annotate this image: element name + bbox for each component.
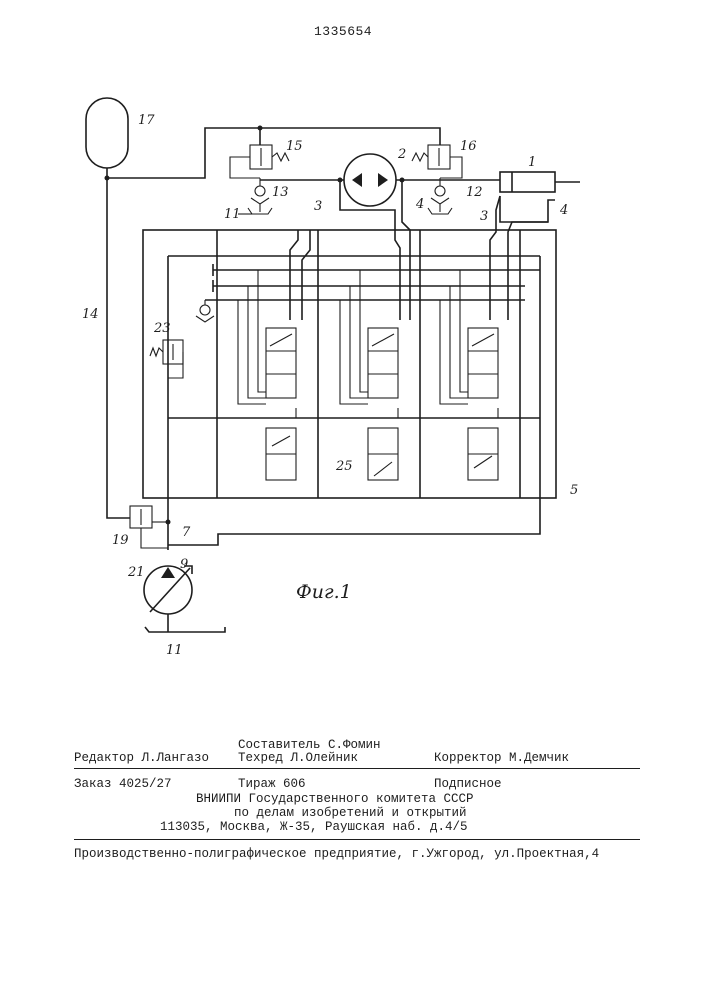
relief-valve-15 xyxy=(230,145,289,178)
svg-text:1: 1 xyxy=(528,155,536,170)
svg-text:2: 2 xyxy=(397,147,406,162)
svg-text:16: 16 xyxy=(460,139,477,154)
svg-text:3: 3 xyxy=(480,209,488,224)
svg-text:19: 19 xyxy=(112,533,129,548)
svg-text:13: 13 xyxy=(272,185,289,200)
svg-text:9: 9 xyxy=(180,557,188,572)
svg-text:14: 14 xyxy=(82,307,99,322)
organization-line-2: по делам изобретений и открытий xyxy=(234,806,467,820)
line-3-cylinder xyxy=(490,196,500,320)
hydraulic-motor-2 xyxy=(260,154,500,206)
check-valve-12 xyxy=(428,178,452,214)
divider-2 xyxy=(74,839,640,840)
block-check-valve xyxy=(196,300,214,322)
figure-caption: Фиг.1 xyxy=(296,581,352,603)
order: Заказ 4025/27 xyxy=(74,777,172,791)
svg-text:11: 11 xyxy=(224,207,241,222)
divider-1 xyxy=(74,768,640,769)
line-4-cylinder xyxy=(508,222,548,320)
reference-labels: 17 15 2 16 1 13 12 11 3 4 3 4 14 23 25 5… xyxy=(82,113,578,658)
corrector: Корректор М.Демчик xyxy=(434,751,569,765)
svg-text:23: 23 xyxy=(153,321,171,336)
svg-text:17: 17 xyxy=(138,113,155,128)
svg-text:15: 15 xyxy=(286,139,303,154)
check-valve-13 xyxy=(238,178,272,214)
svg-text:11: 11 xyxy=(166,643,183,658)
svg-text:4: 4 xyxy=(415,197,424,212)
subscription: Подписное xyxy=(434,777,502,791)
svg-text:3: 3 xyxy=(314,199,322,214)
section-1-outlet-a xyxy=(290,230,298,320)
section-2-spools xyxy=(340,270,398,480)
unloading-valve-19 xyxy=(130,506,168,548)
svg-text:7: 7 xyxy=(182,525,191,540)
address: 113035, Москва, Ж-35, Раушская наб. д.4/… xyxy=(160,820,468,834)
section-1-outlet-b xyxy=(302,230,310,320)
hydraulic-schematic: 17 15 2 16 1 13 12 11 3 4 3 4 14 23 25 5… xyxy=(0,0,707,700)
section-1-spools xyxy=(238,270,296,480)
svg-text:5: 5 xyxy=(570,483,578,498)
svg-text:25: 25 xyxy=(335,459,353,474)
line-14 xyxy=(107,178,130,518)
line-4 xyxy=(402,180,410,320)
line-3 xyxy=(340,180,400,320)
svg-text:4: 4 xyxy=(559,203,568,218)
circulation: Тираж 606 xyxy=(238,777,306,791)
return-line-5 xyxy=(168,418,540,545)
accumulator-supply-line xyxy=(107,128,440,178)
svg-text:12: 12 xyxy=(466,185,483,200)
techred: Техред Л.Олейник xyxy=(238,751,358,765)
variable-pump-9 xyxy=(144,566,225,632)
compiler: Составитель С.Фомин xyxy=(238,738,381,752)
svg-text:21: 21 xyxy=(127,565,145,580)
relief-valve-16 xyxy=(412,145,462,178)
pressure-valve-23 xyxy=(150,340,183,378)
printer: Производственно-полиграфическое предприя… xyxy=(74,847,599,861)
editor: Редактор Л.Лангазо xyxy=(74,751,209,765)
organization-line-1: ВНИИПИ Государственного комитета СССР xyxy=(196,792,474,806)
accumulator-17 xyxy=(86,98,128,181)
